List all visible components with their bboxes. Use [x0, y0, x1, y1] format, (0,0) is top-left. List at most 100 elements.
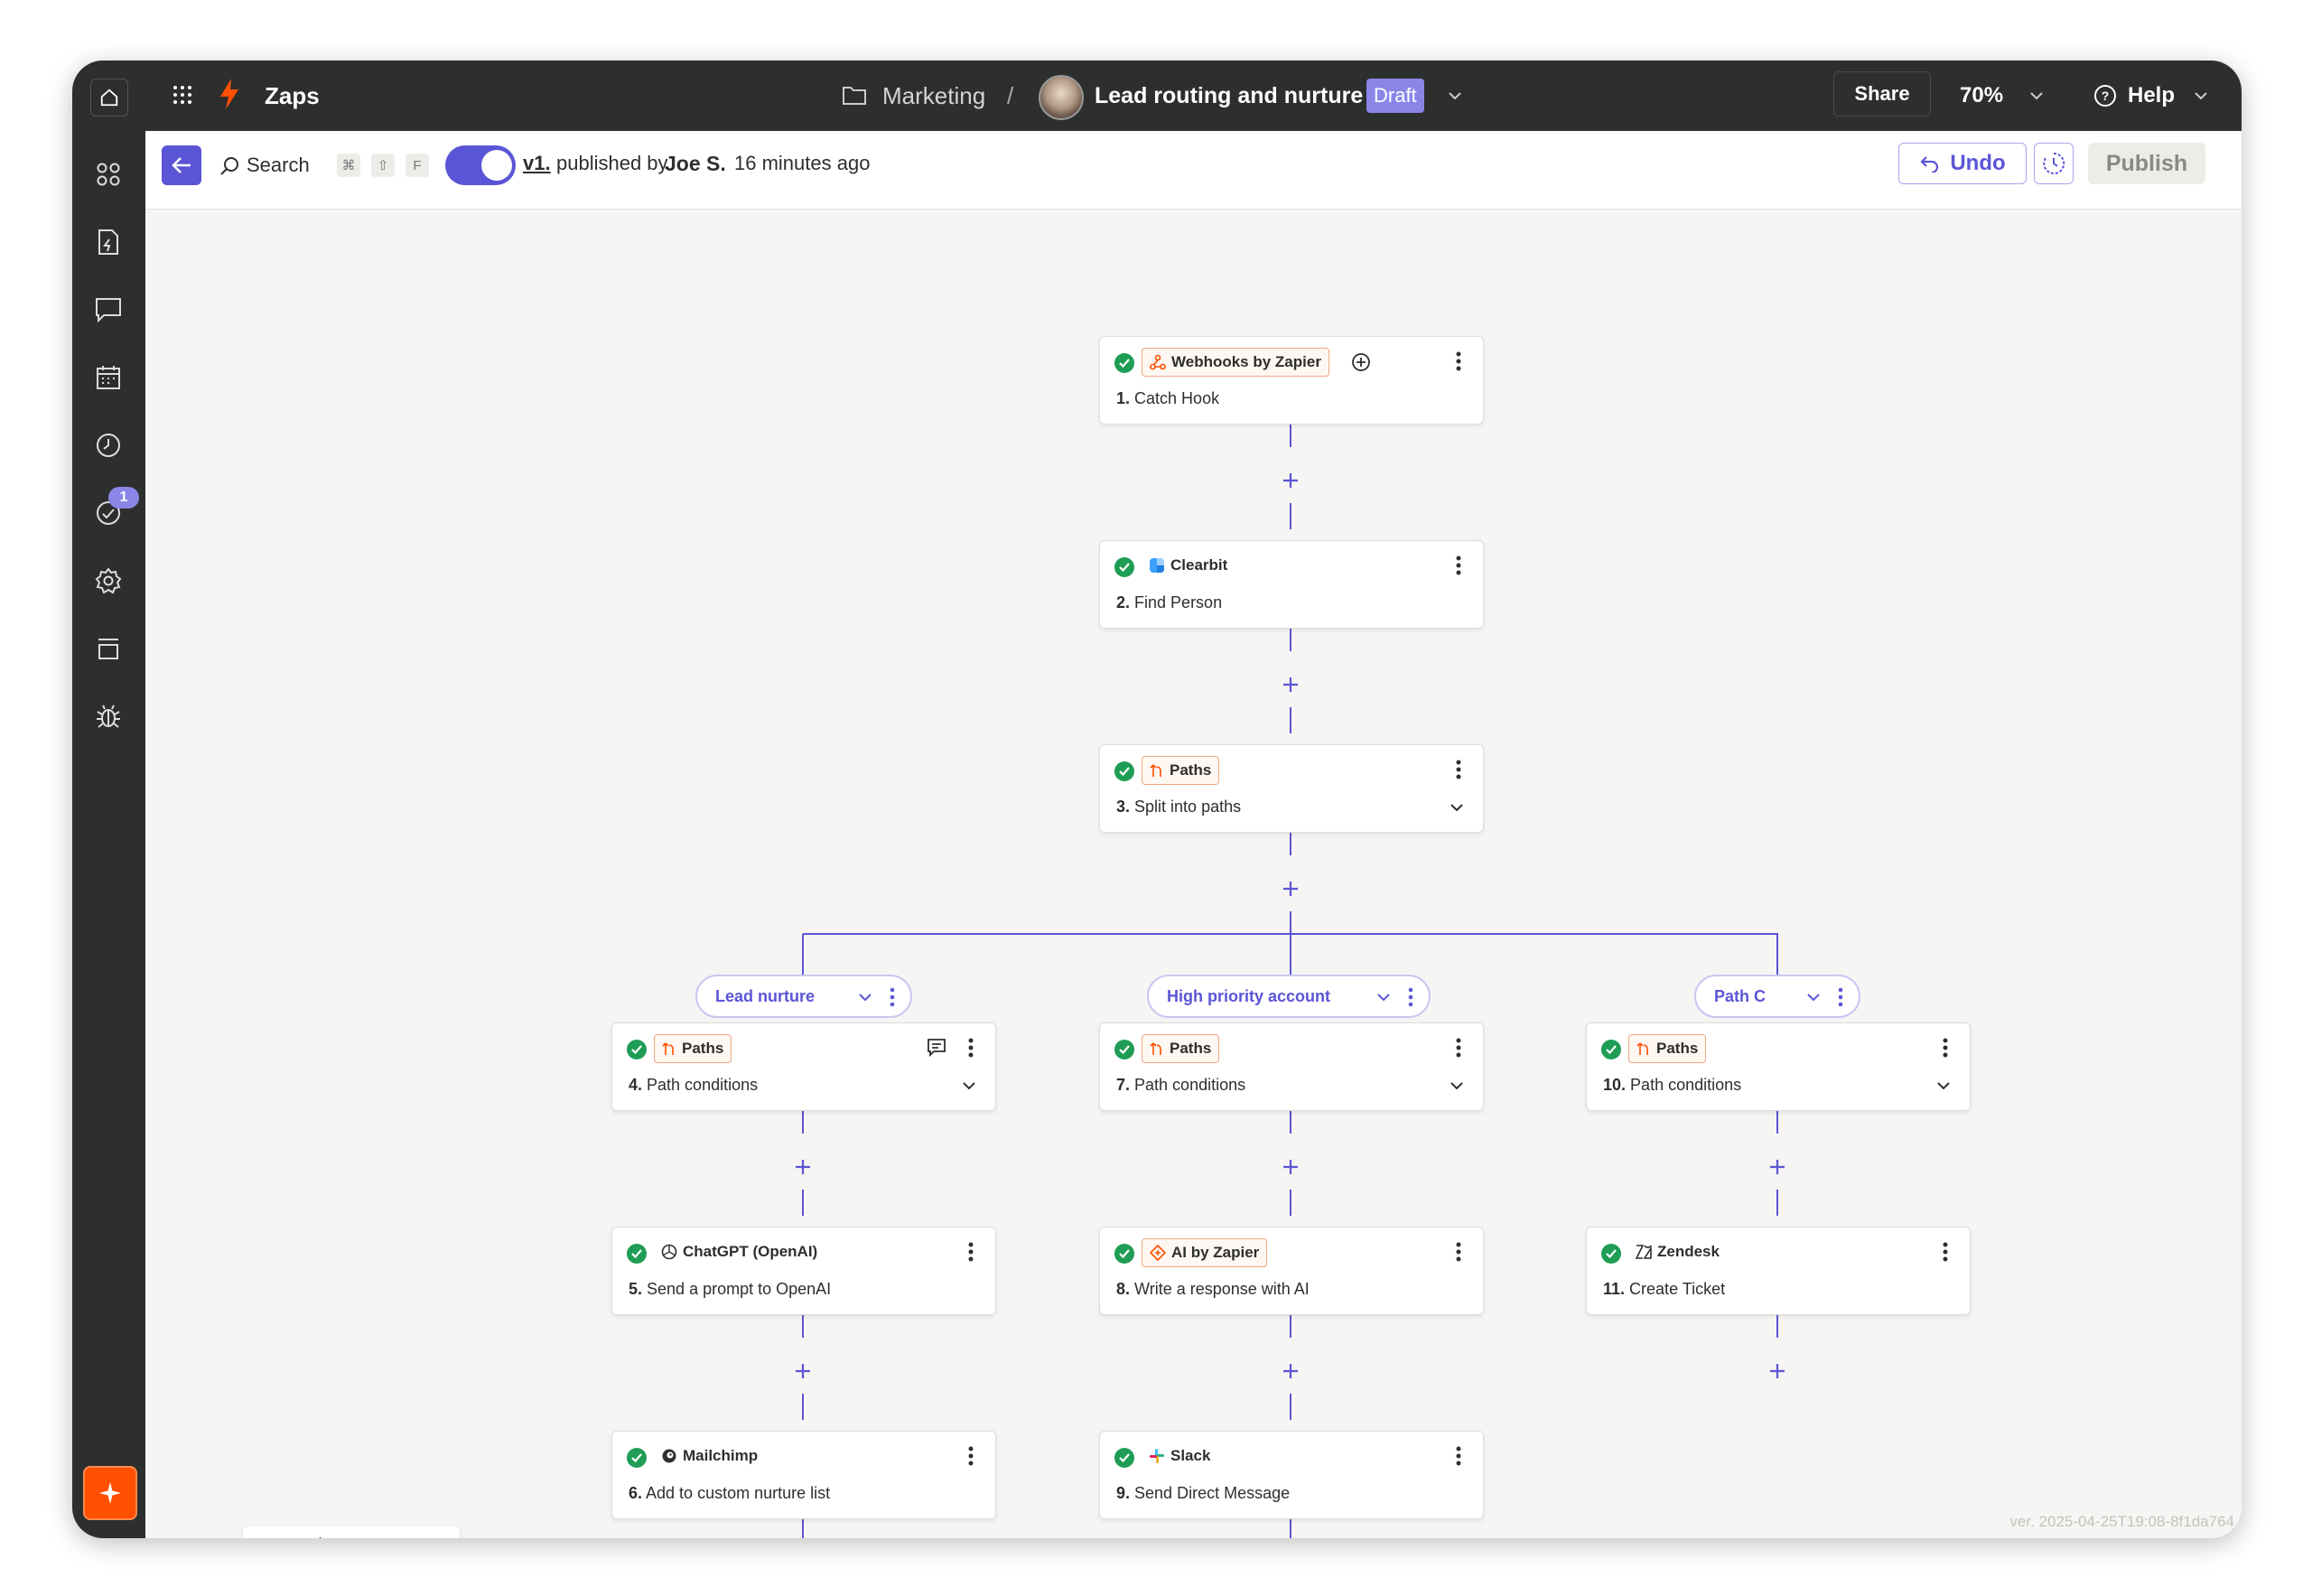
more-options-icon[interactable] — [1454, 756, 1463, 783]
step-title: 3. Split into paths — [1116, 798, 1241, 817]
add-step-icon[interactable] — [1767, 1360, 1788, 1382]
step-title: 2. Find Person — [1116, 593, 1222, 612]
lightning-icon[interactable] — [306, 1535, 330, 1538]
slack-icon — [1150, 1449, 1164, 1463]
step-card-6[interactable]: Mailchimp 6. Add to custom nurture list — [611, 1431, 996, 1519]
path-menu-icon[interactable] — [1837, 985, 1844, 1009]
expand-chevron-icon[interactable] — [1935, 1078, 1952, 1098]
step-card-4[interactable]: Paths 4. Path conditions — [611, 1022, 996, 1111]
step-card-1[interactable]: Webhooks by Zapier 1. Catch Hook — [1099, 336, 1484, 425]
step-card-8[interactable]: AI by Zapier 8. Write a response with AI — [1099, 1227, 1484, 1315]
more-options-icon[interactable] — [966, 1238, 975, 1265]
path-menu-icon[interactable] — [1407, 985, 1414, 1009]
path-menu-icon[interactable] — [889, 985, 896, 1009]
add-step-icon[interactable] — [1280, 470, 1301, 491]
version-link[interactable]: v1. — [523, 152, 551, 174]
path-name: Lead nurture — [715, 986, 816, 1005]
undo-label: Undo — [1950, 151, 2006, 175]
add-step-icon[interactable] — [792, 1156, 814, 1178]
debug-icon[interactable] — [92, 700, 125, 733]
app-badge-paths: Paths — [1628, 1034, 1707, 1063]
search-button[interactable]: Search — [247, 154, 310, 176]
app-badge-paths: Paths — [1142, 1034, 1220, 1063]
add-step-icon[interactable] — [1280, 878, 1301, 900]
history-icon[interactable] — [92, 429, 125, 462]
archive-icon[interactable] — [92, 632, 125, 665]
paths-icon — [1150, 1042, 1161, 1055]
help-icon[interactable]: ? — [2093, 84, 2117, 107]
step-card-5[interactable]: ChatGPT (OpenAI) 5. Send a prompt to Ope… — [611, 1227, 996, 1315]
comment-icon[interactable] — [927, 1038, 946, 1062]
step-card-10[interactable]: Paths 10. Path conditions — [1586, 1022, 1971, 1111]
more-options-icon[interactable] — [966, 1442, 975, 1470]
zap-on-toggle[interactable] — [445, 145, 516, 185]
add-step-icon[interactable] — [1767, 1156, 1788, 1178]
ai-diamond-icon — [1150, 1245, 1166, 1261]
more-options-icon[interactable] — [1454, 348, 1463, 375]
settings-icon[interactable] — [92, 565, 125, 597]
more-options-icon[interactable] — [1454, 552, 1463, 579]
chevron-down-icon[interactable] — [1447, 88, 1463, 104]
share-button[interactable]: Share — [1833, 71, 1931, 117]
path-chevron-icon[interactable] — [1806, 990, 1821, 1004]
add-step-icon[interactable] — [1280, 1156, 1301, 1178]
app-name[interactable]: Zaps — [265, 81, 320, 109]
comments-icon[interactable] — [92, 294, 125, 326]
add-circle-icon[interactable] — [1351, 352, 1371, 377]
app-grid-icon[interactable] — [172, 84, 193, 106]
add-step-icon[interactable] — [1280, 674, 1301, 695]
more-options-icon[interactable] — [1454, 1238, 1463, 1265]
expand-chevron-icon[interactable] — [1449, 799, 1465, 820]
step-number: 3. — [1116, 798, 1131, 816]
path-chevron-icon[interactable] — [1376, 990, 1391, 1004]
build-version: ver. 2025-04-25T19:08-8f1da764 — [2009, 1513, 2234, 1530]
step-title: 5. Send a prompt to OpenAI — [629, 1280, 831, 1299]
zoom-chevron-icon[interactable] — [2028, 88, 2045, 104]
step-card-3[interactable]: Paths 3. Split into paths — [1099, 744, 1484, 833]
connector-line — [1290, 1313, 1291, 1338]
step-title: 9. Send Direct Message — [1116, 1484, 1290, 1503]
publish-button[interactable]: Publish — [2088, 143, 2205, 184]
help-label[interactable]: Help — [2128, 83, 2176, 107]
app-badge-ai-by-zapier: AI by Zapier — [1142, 1238, 1268, 1267]
step-title: 6. Add to custom nurture list — [629, 1484, 830, 1503]
path-pill-lead-nurture[interactable]: Lead nurture — [695, 975, 912, 1018]
folder-breadcrumb[interactable]: Marketing — [882, 81, 986, 109]
step-card-2[interactable]: Clearbit 2. Find Person — [1099, 540, 1484, 629]
alerts-icon[interactable] — [92, 497, 125, 529]
version-history-button[interactable] — [2034, 143, 2074, 184]
check-icon — [1114, 1244, 1134, 1264]
app-name: Paths — [1656, 1040, 1699, 1057]
step-card-11[interactable]: Zendesk 11. Create Ticket — [1586, 1227, 1971, 1315]
ai-copilot-button[interactable] — [83, 1466, 137, 1520]
home-icon[interactable] — [90, 79, 128, 117]
owner-avatar[interactable] — [1039, 75, 1084, 120]
path-chevron-icon[interactable] — [858, 990, 872, 1004]
zap-editor-canvas[interactable]: Search ⌘ ⇧ F v1. published by Joe S. 16 … — [145, 131, 2242, 1538]
expand-chevron-icon[interactable] — [1449, 1078, 1465, 1098]
published-by-text: published by — [556, 152, 668, 174]
more-options-icon[interactable] — [1454, 1442, 1463, 1470]
zoom-level[interactable]: 70% — [1960, 83, 2004, 107]
add-step-icon[interactable] — [1280, 1360, 1301, 1382]
back-button[interactable] — [162, 145, 201, 185]
more-options-icon[interactable] — [1454, 1034, 1463, 1061]
path-pill-path-c[interactable]: Path C — [1694, 975, 1860, 1018]
shortcut-key-f: F — [406, 154, 429, 177]
path-pill-high-priority[interactable]: High priority account — [1147, 975, 1431, 1018]
add-step-icon[interactable] — [792, 1360, 814, 1382]
help-chevron-icon[interactable] — [2193, 88, 2209, 104]
top-bar: Zaps Marketing / Lead routing and nurtur… — [72, 61, 2242, 131]
more-options-icon[interactable] — [1941, 1238, 1950, 1265]
apps-icon[interactable] — [92, 158, 125, 191]
more-options-icon[interactable] — [966, 1034, 975, 1061]
step-card-9[interactable]: Slack 9. Send Direct Message — [1099, 1431, 1484, 1519]
undo-button[interactable]: Undo — [1898, 143, 2027, 184]
calendar-icon[interactable] — [92, 361, 125, 394]
more-options-icon[interactable] — [1941, 1034, 1950, 1061]
zap-title[interactable]: Lead routing and nurture — [1095, 82, 1364, 108]
expand-chevron-icon[interactable] — [961, 1078, 977, 1098]
search-icon[interactable] — [219, 154, 241, 176]
step-card-7[interactable]: Paths 7. Path conditions — [1099, 1022, 1484, 1111]
zap-runs-icon[interactable] — [92, 226, 125, 258]
